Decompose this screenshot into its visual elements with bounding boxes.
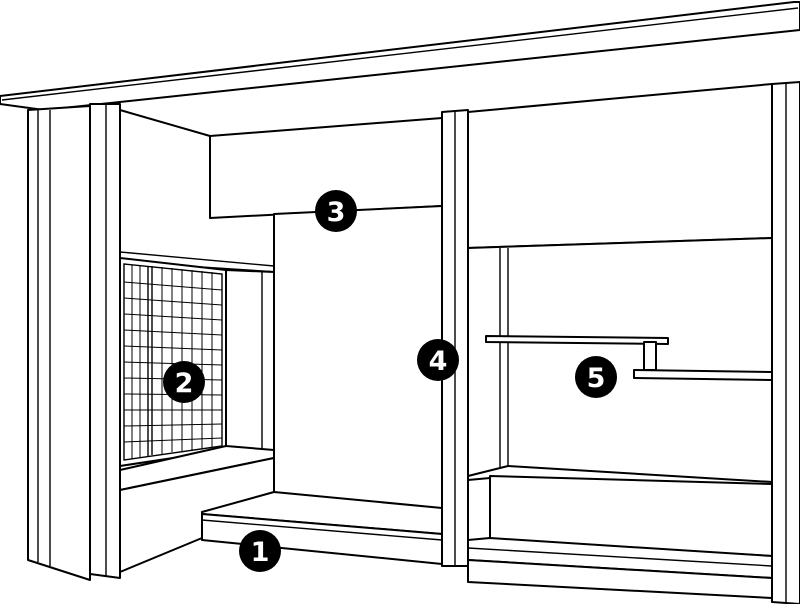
marker-5-label: 5 xyxy=(587,363,606,394)
marker-4-label: 4 xyxy=(429,346,448,377)
marker-1: 1 xyxy=(239,530,281,572)
marker-1-label: 1 xyxy=(251,537,270,568)
roof-beam xyxy=(0,1,800,111)
marker-5: 5 xyxy=(575,356,617,398)
tokonoma-raised-floor xyxy=(201,491,443,565)
marker-2: 2 xyxy=(163,361,205,403)
right-alcove-lintel xyxy=(467,83,773,249)
left-wall xyxy=(27,105,91,581)
staggered-shelves xyxy=(485,335,773,381)
bottom-sill xyxy=(467,559,773,599)
marker-4: 4 xyxy=(417,339,459,381)
marker-3-label: 3 xyxy=(327,197,346,228)
tokonoma-pillar xyxy=(441,109,469,567)
left-main-post xyxy=(89,103,121,579)
right-alcove-floor xyxy=(467,465,773,579)
right-alcove-wall xyxy=(467,237,773,483)
right-post xyxy=(771,81,800,604)
window-side-wall xyxy=(225,269,275,453)
marker-2-label: 2 xyxy=(175,368,194,399)
shoji-window xyxy=(119,257,227,467)
tokonoma-back-wall xyxy=(273,205,443,511)
marker-3: 3 xyxy=(315,190,357,232)
shoji-lattice xyxy=(123,265,223,459)
